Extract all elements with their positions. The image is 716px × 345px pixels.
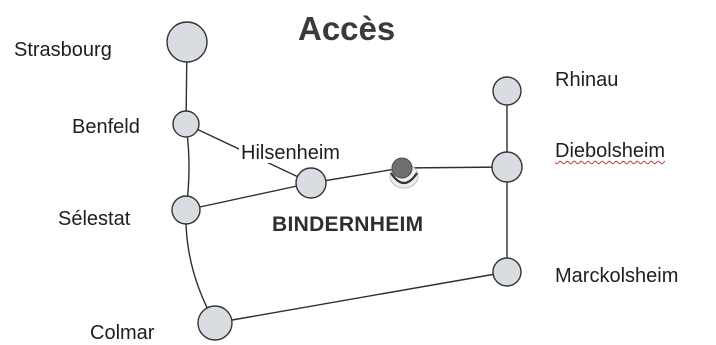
- route-lines: [185, 41, 508, 324]
- page-title: Accès: [298, 10, 396, 47]
- node-colmar: [197, 305, 233, 341]
- label-strasbourg: Strasbourg: [14, 39, 112, 61]
- bindernheim-node-rim: [390, 172, 418, 185]
- highlight-label-bindernheim: BINDERNHEIM: [272, 213, 424, 236]
- label-colmar: Colmar: [90, 322, 155, 344]
- node-selestat: [171, 195, 201, 225]
- label-rhinau: Rhinau: [555, 69, 619, 91]
- label-benfeld: Benfeld: [72, 116, 140, 138]
- label-diebolsheim: Diebolsheim: [555, 140, 666, 162]
- edge-colmar-marckolsheim: [214, 271, 508, 324]
- label-hilsenheim: Hilsenheim: [239, 142, 342, 164]
- town-nodes: [166, 21, 523, 341]
- label-marckolsheim: Marckolsheim: [555, 265, 679, 287]
- bindernheim-node: [391, 157, 413, 179]
- edge-bindernheim-diebolsheim: [401, 166, 508, 169]
- node-diebolsheim: [491, 151, 523, 183]
- node-marckolsheim: [492, 257, 522, 287]
- node-hilsenheim: [295, 167, 327, 199]
- node-strasbourg: [166, 21, 208, 63]
- edge-selestat-hilsenheim: [185, 182, 312, 211]
- node-benfeld: [172, 110, 200, 138]
- bindernheim-marker: [389, 157, 419, 189]
- node-rhinau: [492, 76, 522, 106]
- label-selestat: Sélestat: [58, 208, 131, 230]
